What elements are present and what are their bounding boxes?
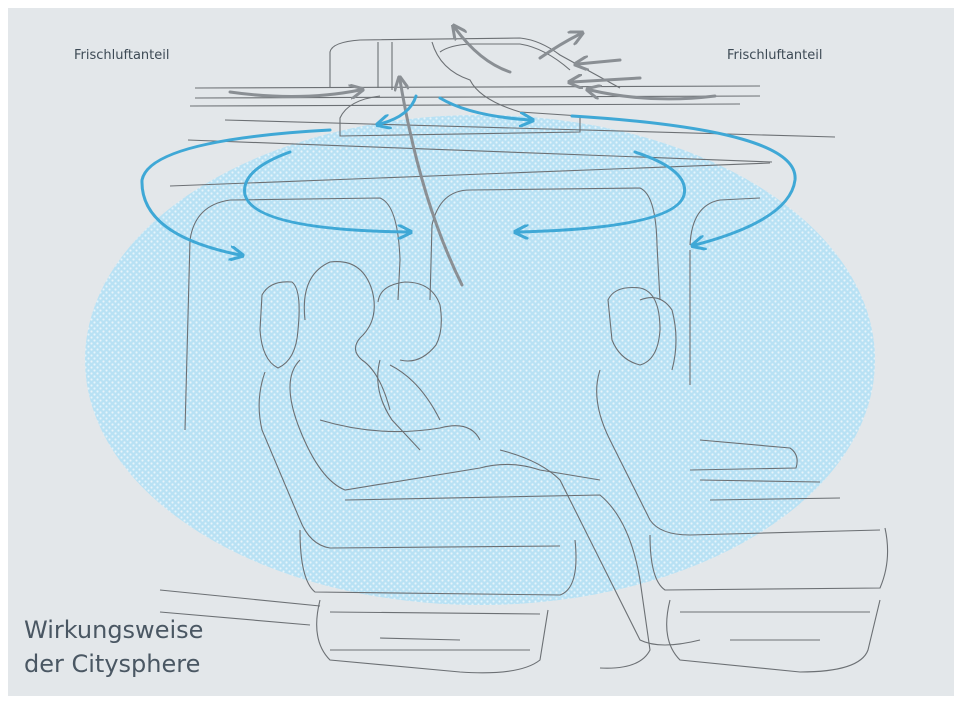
fresh-air-label-left: Frischluftanteil — [74, 48, 170, 63]
exhaust-flow — [228, 28, 717, 287]
fresh-air-arrow-top-right — [578, 60, 622, 64]
citysphere-illustration — [85, 8, 889, 674]
title-line-2: der Citysphere — [24, 650, 201, 678]
title-line-1: Wirkungsweise — [24, 616, 204, 644]
exhaust-arrow-center — [400, 80, 464, 287]
figure-title: Wirkungsweise der Citysphere — [24, 613, 203, 681]
exhaust-arrow-top-right — [538, 34, 580, 60]
seats-and-passengers — [159, 187, 889, 674]
air-sphere — [85, 115, 875, 605]
airflow-arrow-vent-left — [380, 94, 418, 124]
fresh-air-arrow-mid-right — [572, 78, 642, 82]
airflow-arrow-inner-left — [243, 150, 408, 232]
illustration-panel — [8, 8, 954, 696]
fresh-air-arrow-right — [590, 90, 717, 101]
exhaust-arrow-top — [455, 28, 512, 74]
airflow-arrow-outer-right — [570, 114, 797, 245]
fresh-air-label-right: Frischluftanteil — [727, 48, 823, 63]
airflow-arrow-vent-right — [438, 96, 530, 120]
fresh-air-arrow-left — [228, 90, 360, 97]
airflow-arrow-outer-left — [140, 128, 332, 255]
airflow-arrow-inner-right — [518, 150, 687, 232]
circulating-airflow — [140, 94, 797, 255]
